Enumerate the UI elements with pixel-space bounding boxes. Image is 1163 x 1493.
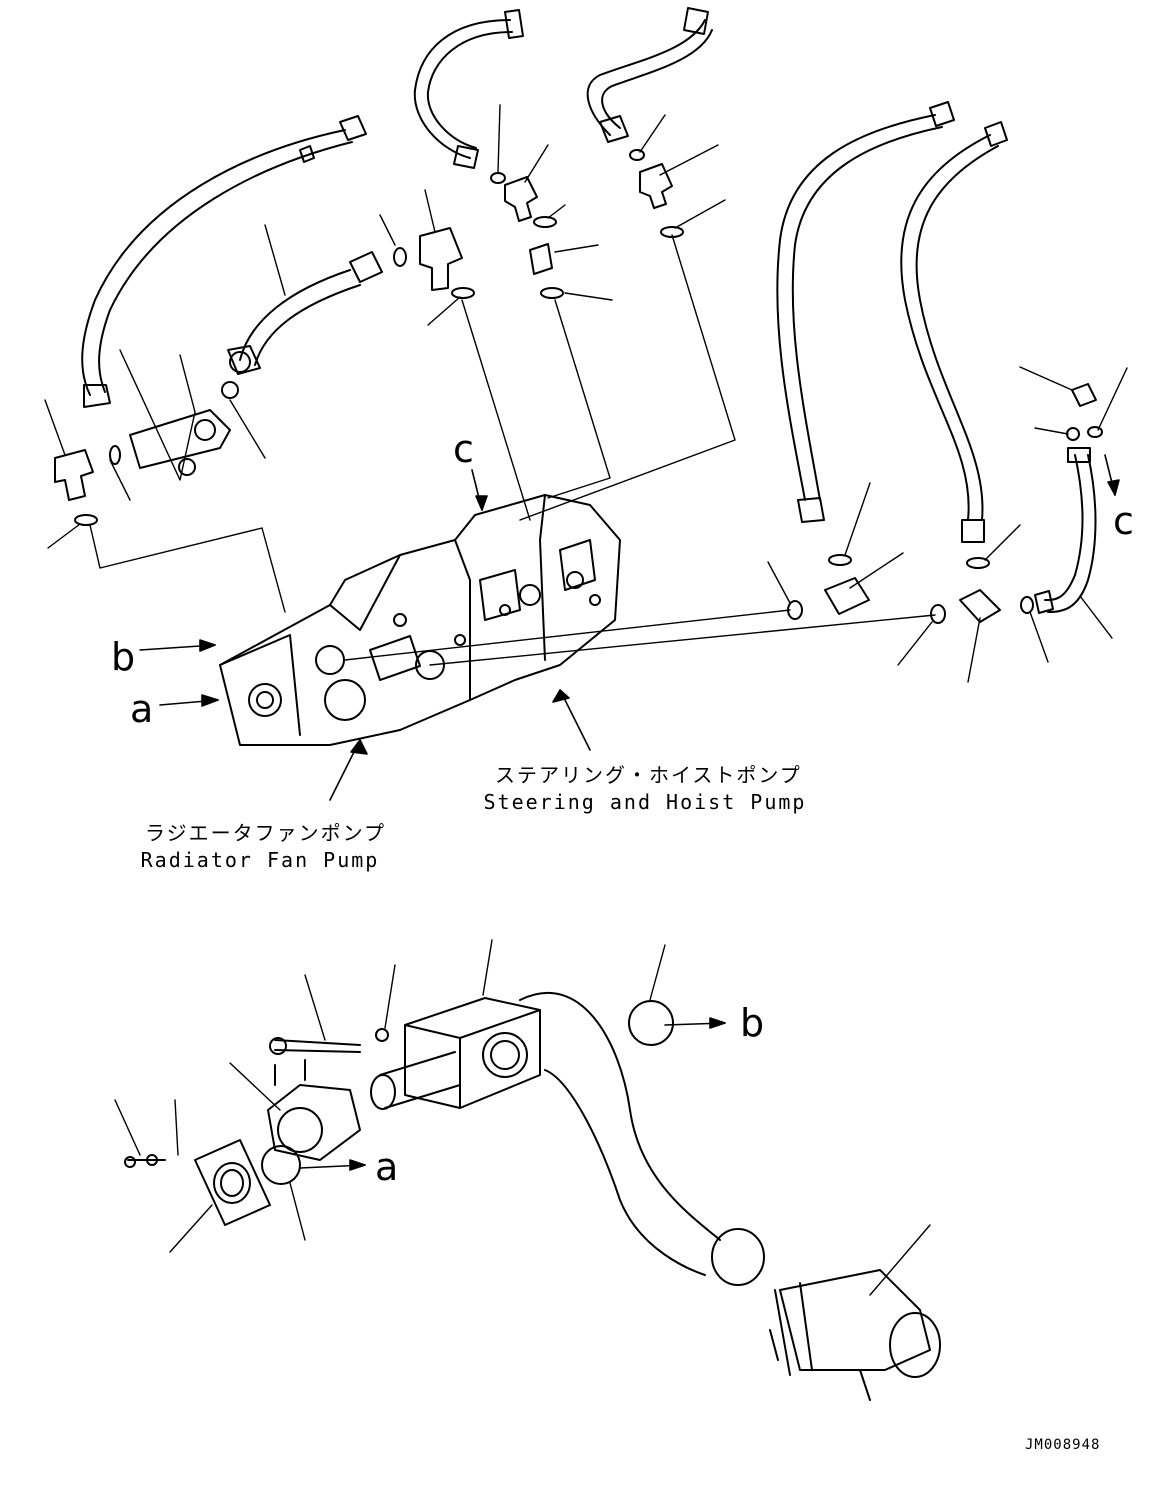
hose-right-short [1035, 448, 1096, 613]
o-rings [75, 150, 1102, 623]
caption-radiator-jp: ラジエータファンポンプ [145, 821, 386, 845]
hose-right-long-1 [777, 102, 954, 522]
callout-b-top: b [111, 635, 136, 679]
hose-center-right [588, 8, 712, 142]
caption-steering-en: Steering and Hoist Pump [483, 790, 807, 814]
callout-a-bottom: a [375, 1145, 399, 1189]
document-id: JM008948 [1025, 1437, 1101, 1453]
callout-a-top: a [130, 687, 154, 731]
pump-assembly [220, 495, 620, 745]
callout-c-right: c [1113, 499, 1134, 543]
caption-radiator-en: Radiator Fan Pump [140, 848, 380, 872]
callout-b-bottom: b [740, 1001, 765, 1045]
hose-center-top [415, 10, 523, 168]
leader-lines [45, 105, 1127, 682]
caption-steering-jp: ステアリング・ホイストポンプ [495, 763, 802, 787]
hose-right-long-2 [901, 122, 1007, 542]
bottom-assembly [125, 993, 940, 1400]
pointer-arrows [140, 455, 1119, 1170]
callout-c-top: c [453, 427, 474, 471]
leader-lines-bottom [115, 940, 930, 1295]
hose-left-long [82, 116, 366, 407]
fittings [55, 164, 1096, 622]
hose-short-bent [228, 252, 382, 374]
